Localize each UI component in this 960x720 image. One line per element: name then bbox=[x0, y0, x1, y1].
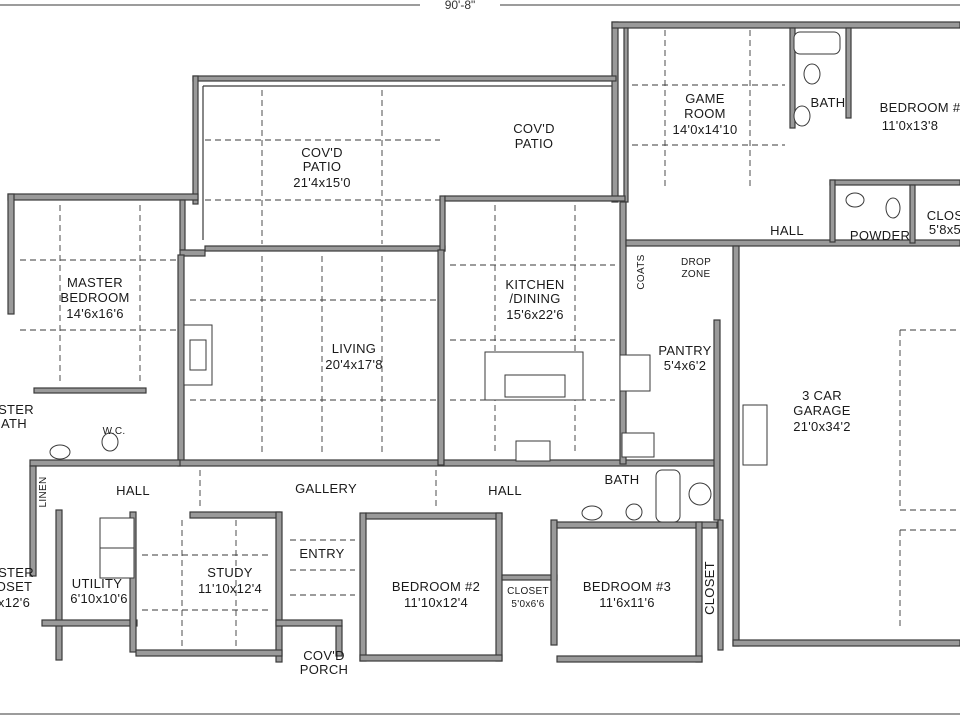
room-closet-upper-name: CLOS bbox=[927, 208, 960, 223]
room-coats-name: COATS bbox=[636, 254, 647, 289]
overall-dimension: 90'-8" bbox=[0, 0, 960, 12]
room-master-closet-name-1: STER bbox=[0, 565, 34, 580]
room-bedroom3-name: BEDROOM #3 bbox=[583, 579, 671, 594]
master-sink bbox=[49, 444, 71, 460]
room-patio-right-name-2: PATIO bbox=[515, 136, 554, 151]
room-study-name: STUDY bbox=[207, 565, 253, 580]
room-game-room-name-1: GAME bbox=[685, 91, 725, 106]
room-hall-mid-name: HALL bbox=[488, 483, 522, 498]
room-utility-name: UTILITY bbox=[72, 576, 123, 591]
wc-toilet bbox=[101, 432, 119, 452]
room-bath-upper-name: BATH bbox=[811, 95, 846, 110]
walls bbox=[7, 21, 960, 663]
room-bedroom2-size: 11'10x12'4 bbox=[404, 595, 468, 610]
room-garage-name-2: GARAGE bbox=[793, 403, 850, 418]
room-master-closet-size: x12'6 bbox=[0, 595, 30, 610]
range bbox=[515, 440, 551, 462]
oven-tower bbox=[619, 354, 651, 392]
room-patio-left-name-2: PATIO bbox=[303, 159, 342, 174]
sink-lower bbox=[581, 505, 603, 521]
room-patio-left-size: 21'4x15'0 bbox=[293, 175, 351, 190]
room-bedroom2-name: BEDROOM #2 bbox=[392, 579, 480, 594]
room-master-size: 14'6x16'6 bbox=[66, 306, 124, 321]
room-pantry-size: 5'4x6'2 bbox=[664, 358, 706, 373]
room-hall-upper-name: HALL bbox=[770, 223, 804, 238]
room-bedroom4-size: 11'0x13'8 bbox=[882, 118, 939, 133]
washer bbox=[99, 517, 135, 549]
room-kitchen-size: 15'6x22'6 bbox=[506, 307, 564, 322]
sink-upper bbox=[793, 105, 811, 127]
room-game-room-size: 14'0x14'10 bbox=[672, 122, 737, 137]
water-heater bbox=[688, 482, 712, 506]
room-game-room-name-2: ROOM bbox=[684, 106, 726, 121]
room-closet-b3-name: CLOSET bbox=[702, 561, 717, 615]
dashed-lines bbox=[20, 30, 960, 648]
room-garage-size: 21'0x34'2 bbox=[793, 419, 851, 434]
room-gallery-name: GALLERY bbox=[295, 481, 357, 496]
island-sink bbox=[504, 374, 566, 398]
room-closet-b2-size: 5'0x6'6 bbox=[511, 599, 544, 610]
room-porch-name-1: COV'D bbox=[303, 648, 345, 663]
garage-storage bbox=[742, 404, 768, 466]
room-master-closet-name-2: OSET bbox=[0, 579, 32, 594]
room-entry-name: ENTRY bbox=[299, 546, 344, 561]
room-garage-name-1: 3 CAR bbox=[802, 388, 842, 403]
room-living-size: 20'4x17'8 bbox=[325, 357, 383, 372]
toilet-upper bbox=[803, 63, 821, 85]
room-patio-right-name-1: COV'D bbox=[513, 121, 555, 136]
room-bath-lower-name: BATH bbox=[605, 472, 640, 487]
room-powder-name: POWDER bbox=[850, 228, 910, 243]
room-master-name-1: MASTER bbox=[67, 275, 123, 290]
overall-dimension-label: 90'-8" bbox=[445, 0, 476, 12]
room-kitchen-name-1: KITCHEN bbox=[505, 277, 564, 292]
room-master-name-2: BEDROOM bbox=[60, 290, 129, 305]
room-drop-name-2: ZONE bbox=[682, 269, 711, 280]
room-patio-left-name-1: COV'D bbox=[301, 145, 343, 160]
bathtub-upper bbox=[793, 31, 841, 55]
room-master-bath-name-2: ATH bbox=[1, 416, 27, 431]
room-labels: BEDROOM # 11'0x13'8 BATH GAME ROOM 14'0x… bbox=[0, 91, 960, 677]
room-bedroom4-name: BEDROOM # bbox=[880, 100, 960, 115]
room-linen-name: LINEN bbox=[38, 477, 49, 508]
room-wc-name: W.C. bbox=[103, 426, 126, 437]
room-kitchen-name-2: /DINING bbox=[509, 291, 560, 306]
room-bedroom3-size: 11'6x11'6 bbox=[599, 595, 655, 610]
toilet-lower bbox=[625, 503, 643, 521]
room-pantry-name: PANTRY bbox=[658, 343, 711, 358]
refrigerator bbox=[621, 432, 655, 458]
room-closet-b2-name: CLOSET bbox=[507, 586, 549, 597]
room-hall-left-name: HALL bbox=[116, 483, 150, 498]
powder-sink bbox=[845, 192, 865, 208]
bathtub-lower bbox=[655, 469, 681, 523]
room-porch-name-2: PORCH bbox=[300, 662, 348, 677]
fixtures bbox=[49, 31, 901, 579]
room-drop-name-1: DROP bbox=[681, 257, 711, 268]
dryer bbox=[99, 547, 135, 579]
room-study-size: 11'10x12'4 bbox=[198, 581, 262, 596]
room-master-bath-name-1: STER bbox=[0, 402, 34, 417]
powder-toilet bbox=[885, 197, 901, 219]
room-closet-upper-size: 5'8x5 bbox=[929, 222, 960, 237]
room-living-name: LIVING bbox=[332, 341, 376, 356]
room-utility-size: 6'10x10'6 bbox=[70, 591, 128, 606]
